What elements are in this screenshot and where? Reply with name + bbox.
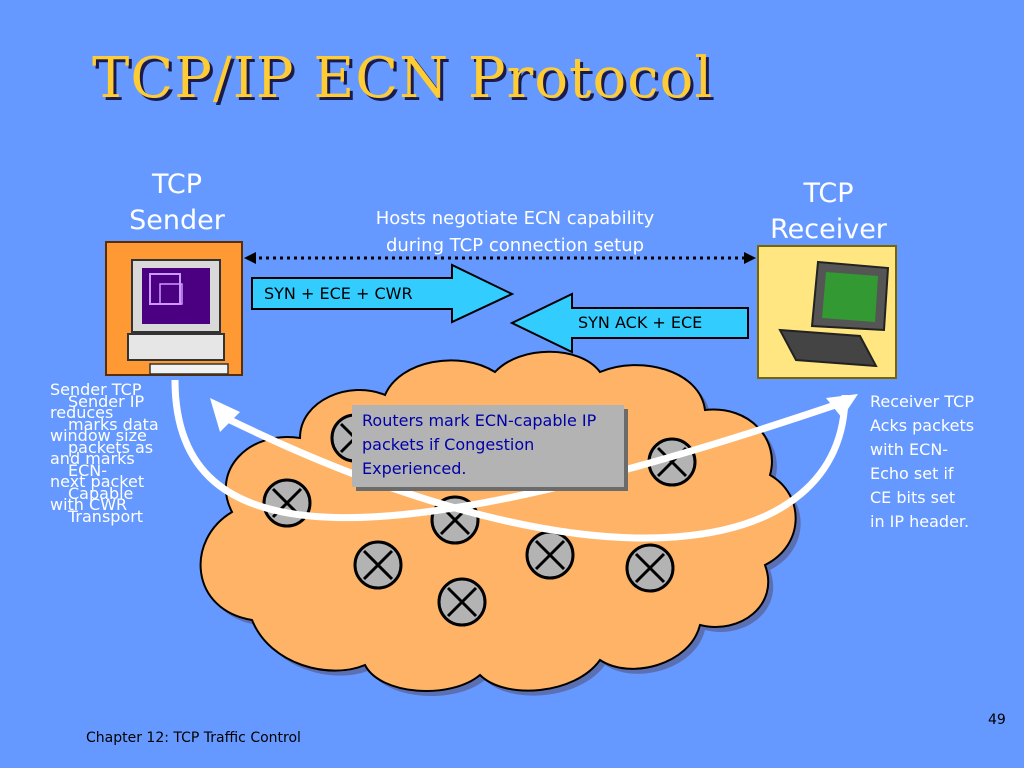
tcp-receiver-label-line2: Receiver bbox=[770, 214, 887, 245]
sender-tcp-note-line: next packet bbox=[50, 472, 145, 491]
negotiation-note-line2: during TCP connection setup bbox=[385, 235, 645, 256]
router-icon bbox=[525, 530, 575, 580]
arrowhead-to-receiver bbox=[826, 394, 858, 418]
sender-tcp-note-line: Sender TCP bbox=[50, 380, 142, 399]
page-number: 49 bbox=[988, 712, 1006, 728]
slide-title: TCP/IP ECN Protocol bbox=[92, 46, 714, 111]
tcp-receiver-label: TCP Receiver bbox=[756, 176, 901, 248]
receiver-note: Receiver TCP Acks packets with ECN- Echo… bbox=[870, 390, 1010, 534]
tcp-sender-label-line2: Sender bbox=[129, 205, 225, 236]
syn-arrow-label: SYN + ECE + CWR bbox=[264, 284, 413, 303]
receiver-note-line: with ECN- bbox=[870, 440, 949, 459]
tcp-sender-label: TCP Sender bbox=[112, 167, 242, 239]
router-icon bbox=[437, 577, 487, 627]
tcp-sender-label-line1: TCP bbox=[151, 169, 203, 200]
sender-tcp-note-line: reduces bbox=[50, 403, 114, 422]
router-icon bbox=[625, 543, 675, 593]
negotiation-note-line1: Hosts negotiate ECN capability bbox=[375, 208, 655, 229]
sender-ip-note-line: Capable bbox=[68, 484, 134, 503]
router-icon bbox=[353, 540, 403, 590]
sender-ip-note-line: Transport bbox=[68, 507, 144, 526]
receiver-note-line: CE bits set bbox=[870, 488, 956, 507]
sender-ip-note-line: marks data bbox=[68, 415, 159, 434]
slide-footer: Chapter 12: TCP Traffic Control bbox=[86, 730, 301, 746]
receiver-note-line: in IP header. bbox=[870, 512, 970, 531]
syn-ack-arrow-label: SYN ACK + ECE bbox=[578, 313, 703, 332]
tcp-receiver-label-line1: TCP bbox=[803, 178, 854, 209]
arrowhead-to-sender bbox=[210, 398, 240, 432]
receiver-note-line: Echo set if bbox=[870, 464, 954, 483]
syn-ack-arrow bbox=[509, 292, 749, 354]
routers-note-box: Routers mark ECN-capable IP packets if C… bbox=[352, 405, 624, 487]
negotiation-note: Hosts negotiate ECN capability during TC… bbox=[330, 205, 700, 259]
receiver-note-line: Acks packets bbox=[870, 416, 975, 435]
sender-ip-note: Sender IP marks data packets as ECN- Cap… bbox=[68, 390, 188, 528]
receiver-note-line: Receiver TCP bbox=[870, 392, 974, 411]
sender-ip-note-line: ECN- bbox=[68, 461, 108, 480]
sender-tcp-note-line: window size bbox=[50, 426, 147, 445]
negotiation-dotted-arrow bbox=[244, 252, 756, 264]
tcp-receiver-laptop-icon bbox=[757, 245, 897, 379]
router-icon bbox=[262, 478, 312, 528]
tcp-sender-computer-icon bbox=[105, 241, 243, 376]
sender-ip-note-line: packets as bbox=[68, 438, 154, 457]
sender-tcp-note: Sender TCP reduces window size and marks… bbox=[50, 378, 180, 516]
sender-tcp-note-line: with CWR bbox=[50, 495, 128, 514]
syn-arrow bbox=[251, 263, 515, 324]
sender-to-receiver-curve bbox=[171, 379, 852, 521]
sender-tcp-note-line: and marks bbox=[50, 449, 135, 468]
sender-ip-note-line: Sender IP bbox=[68, 392, 145, 411]
